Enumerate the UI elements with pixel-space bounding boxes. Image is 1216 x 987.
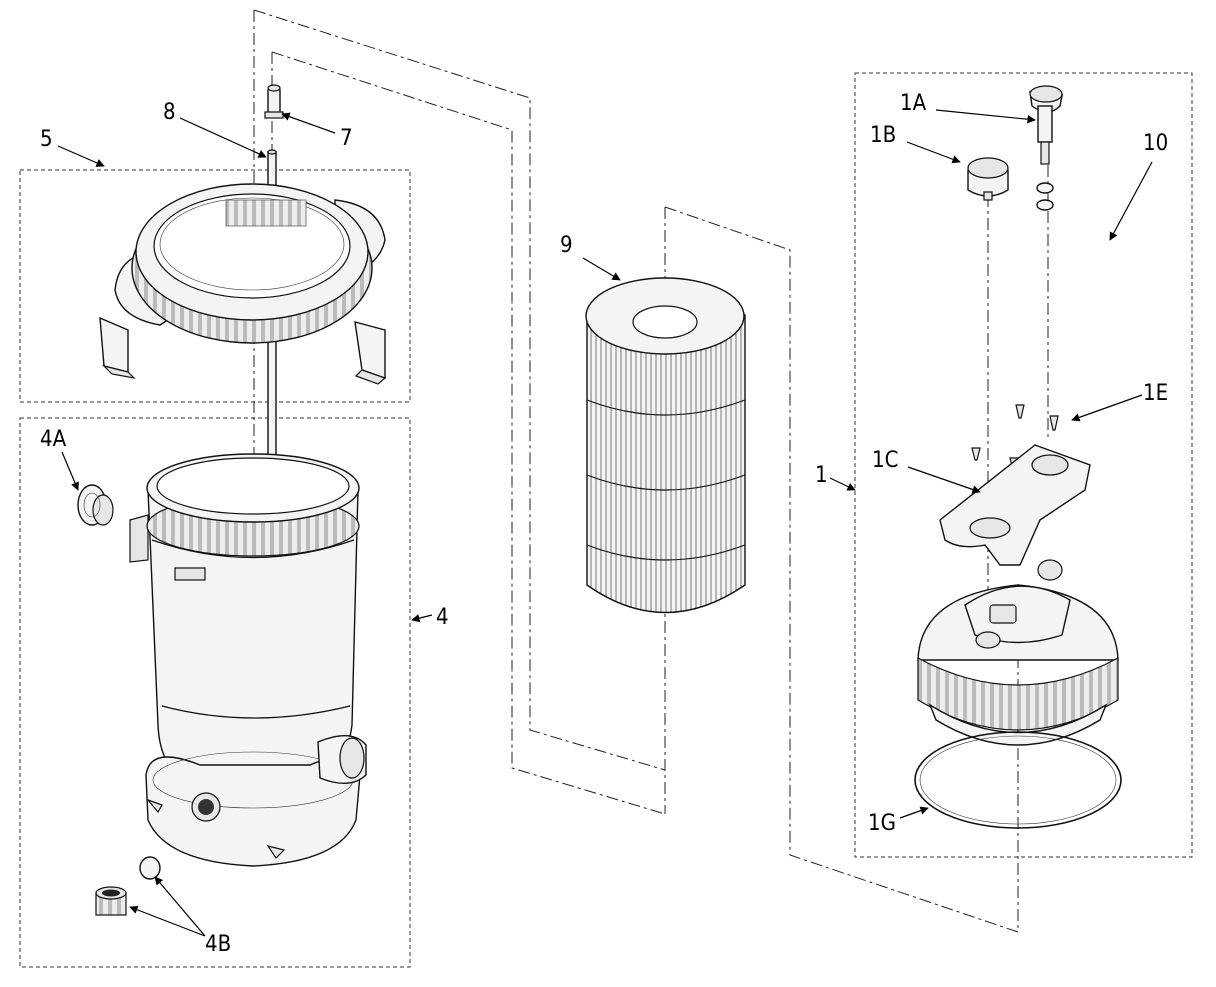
part-5-locking-ring — [114, 183, 386, 344]
part-1-tank-lid — [917, 559, 1119, 746]
callout-1e: 1E — [1143, 381, 1168, 406]
part-4-filter-tank — [129, 453, 367, 867]
part-1g-lid-o-ring — [914, 731, 1122, 829]
callout-1b: 1B — [870, 123, 896, 148]
part-5-clip-left — [99, 316, 136, 379]
callout-4a: 4A — [40, 427, 67, 452]
part-1c-manifold — [939, 444, 1091, 566]
group-box-5 — [19, 169, 411, 403]
part-9-filter-cartridge — [585, 277, 746, 614]
part-7-pin — [264, 84, 284, 119]
callout-8: 8 — [163, 100, 176, 125]
callout-1: 1 — [815, 463, 828, 488]
callout-1g: 1G — [868, 811, 896, 836]
callout-9: 9 — [560, 233, 573, 258]
callout-10: 10 — [1143, 131, 1168, 156]
part-4b-drain-plug — [95, 886, 127, 916]
group-box-4 — [19, 417, 411, 968]
part-4b-o-ring — [139, 856, 161, 880]
leader-lines — [57, 109, 1153, 937]
part-1b-pressure-gauge — [967, 157, 1009, 201]
callout-5: 5 — [40, 127, 53, 152]
callout-1c: 1C — [872, 448, 898, 473]
part-4a-drain-valve — [77, 484, 114, 526]
part-5-clip-right — [354, 321, 387, 385]
callout-7: 7 — [340, 126, 353, 151]
group-box-1 — [854, 72, 1193, 858]
part-1a-air-relief-valve — [1029, 85, 1064, 211]
callout-4b: 4B — [205, 932, 231, 957]
callout-1a: 1A — [900, 91, 927, 116]
part-1e-screws — [971, 404, 1059, 471]
callout-4: 4 — [436, 605, 449, 630]
